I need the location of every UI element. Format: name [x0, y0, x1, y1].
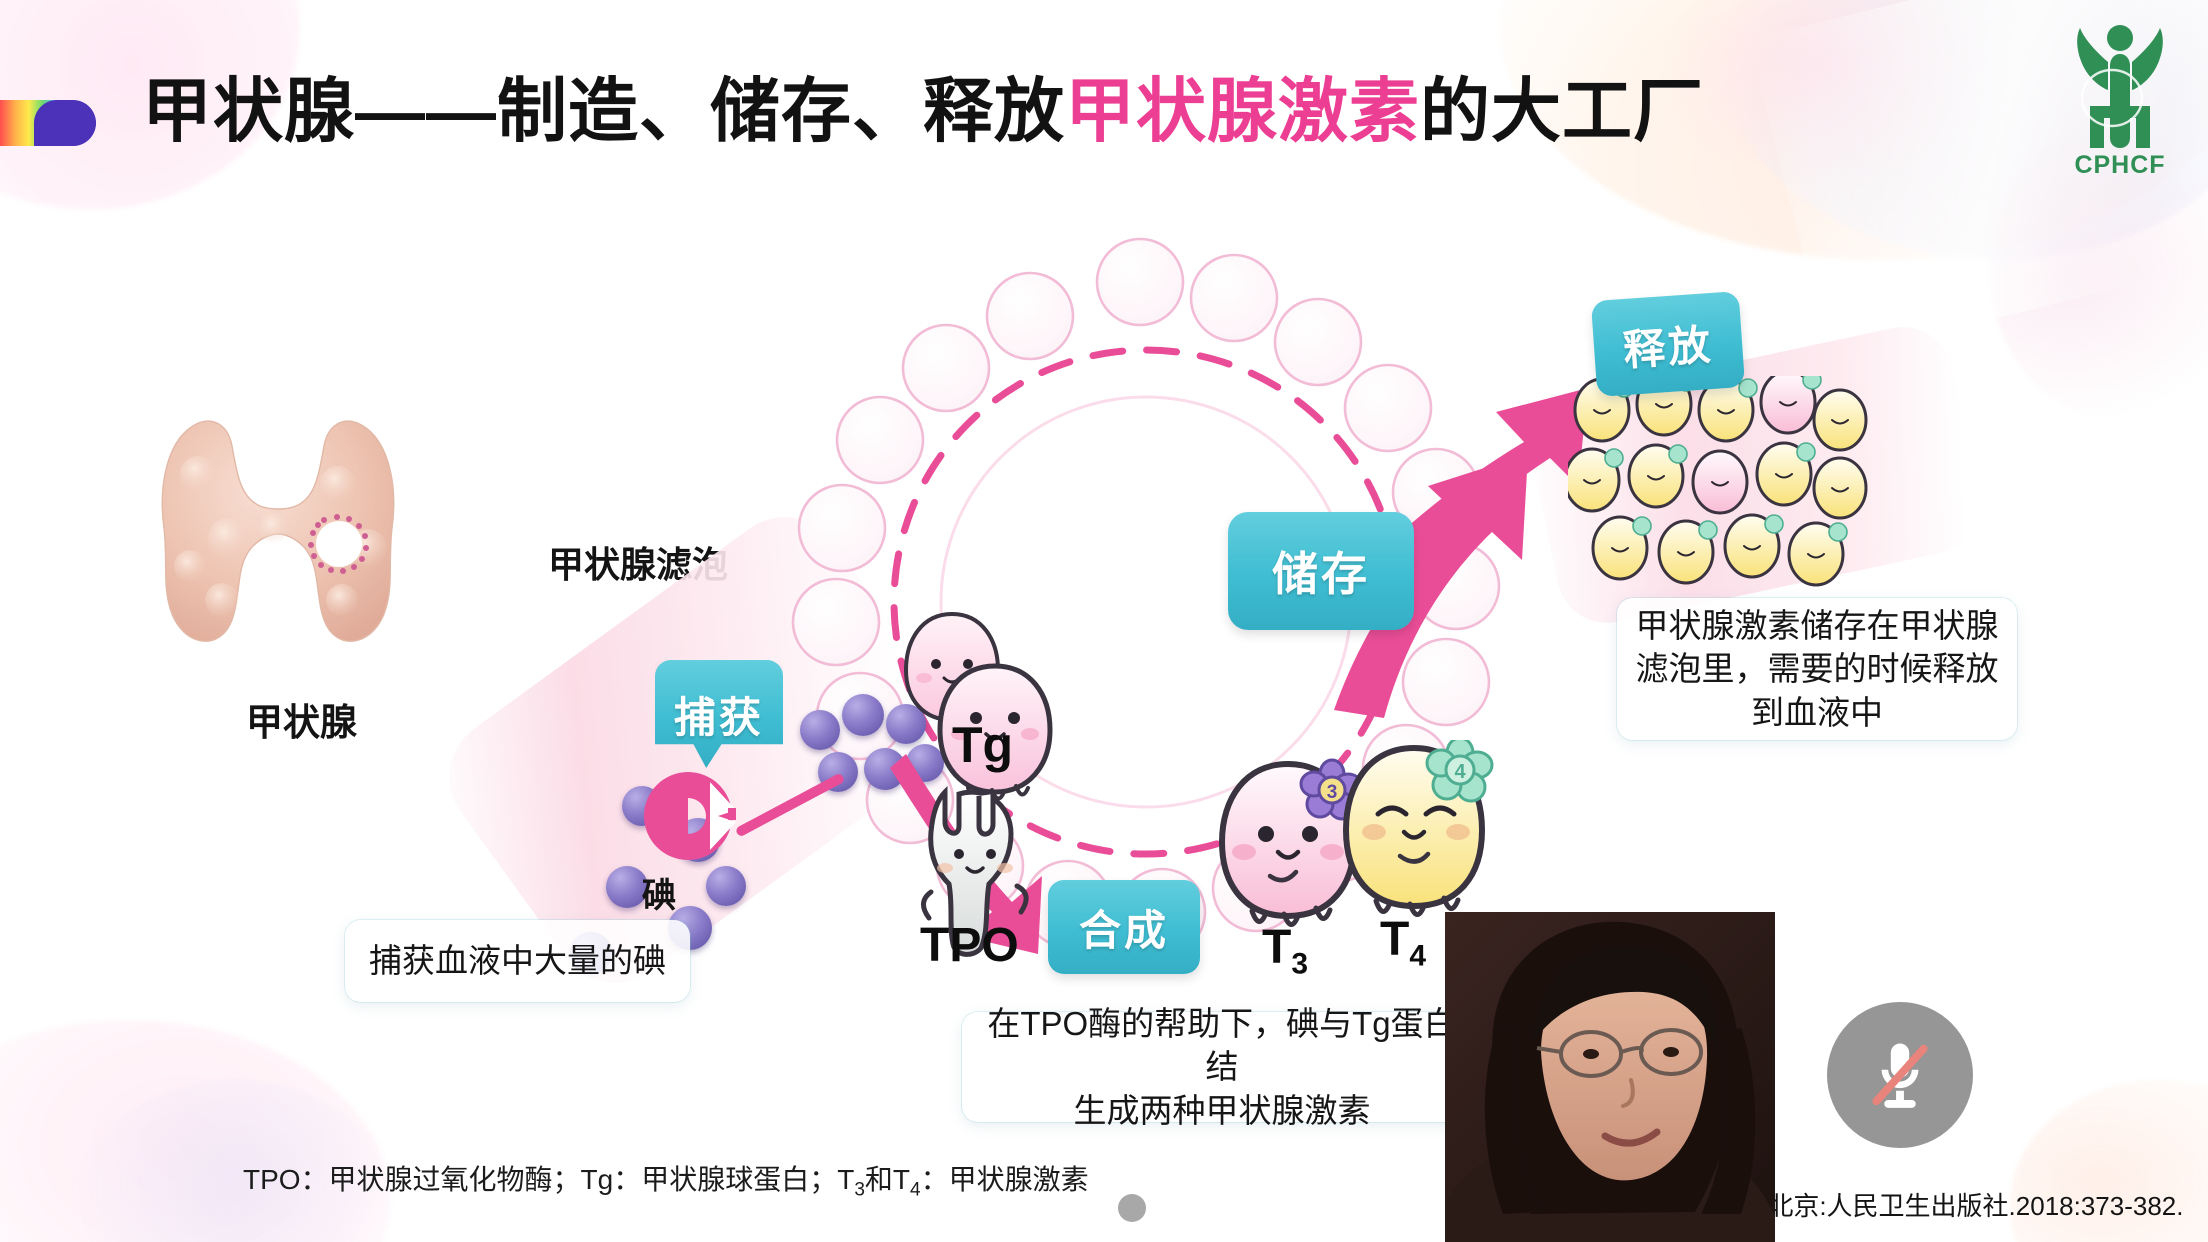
note-storage: 甲状腺激素储存在甲状腺滤泡里，需要的时候释放到血液中	[1617, 598, 2017, 740]
t3-label: T3	[1262, 920, 1308, 982]
tg-label: Tg	[952, 717, 1014, 773]
t3-mascot: 3	[1208, 756, 1368, 946]
participant-video-tile[interactable]	[1445, 912, 1775, 1242]
abbreviation-footnote: TPO：甲状腺过氧化物酶；Tg：甲状腺球蛋白；T3和T4：甲状腺激素	[243, 1158, 1089, 1202]
slide-indicator-dot[interactable]	[1118, 1194, 1146, 1222]
footnote-part-b: 和T	[864, 1164, 911, 1195]
footnote-part-c: ：甲状腺激素	[920, 1164, 1089, 1195]
title-highlight: 甲状腺激素	[1065, 72, 1420, 150]
title-part-2: 的大工厂	[1420, 72, 1704, 150]
step-bubble-storage[interactable]: 储存	[1228, 512, 1414, 630]
note-synthesis: 在TPO酶的帮助下，碘与Tg蛋白结 生成两种甲状腺激素	[962, 1005, 1482, 1129]
title-part-1: 甲状腺——制造、储存、释放	[142, 72, 1065, 150]
iodine-particle	[706, 866, 746, 906]
note-synthesis-line1: 在TPO酶的帮助下，碘与Tg蛋白结	[987, 1004, 1457, 1086]
t4-subscript: 4	[1409, 939, 1427, 973]
iodine-cluster	[800, 694, 960, 820]
source-citation: [M].北京:人民卫生出版社.2018:373-382.	[1724, 1191, 2184, 1221]
t3-letter: T	[1262, 921, 1292, 974]
microphone-muted-icon	[1872, 1043, 1928, 1108]
cphcf-logo: CPHCF	[2060, 18, 2180, 178]
mic-muted-button[interactable]	[1827, 1002, 1973, 1148]
t4-mascot: 4	[1330, 740, 1498, 938]
iodine-label: 碘	[642, 877, 676, 915]
t4-letter: T	[1380, 913, 1410, 966]
tpo-mascot	[915, 780, 1037, 960]
footnote-sub-4: 4	[910, 1179, 921, 1201]
title-accent-tab	[0, 100, 96, 146]
step-bubble-synthesis[interactable]: 合成	[1048, 880, 1200, 974]
footnote-sub-3: 3	[854, 1179, 865, 1201]
logo-text: CPHCF	[2074, 151, 2165, 178]
t3-flower-number: 3	[1327, 782, 1338, 803]
thyroid-gland-label: 甲状腺	[246, 702, 357, 743]
step-bubble-release[interactable]: 释放	[1590, 290, 1746, 398]
arrow-synthesis-to-storage	[1300, 420, 1560, 720]
released-hormone-cluster	[1563, 369, 1868, 606]
t3-subscript: 3	[1291, 947, 1309, 981]
footnote-part-a: TPO：甲状腺过氧化物酶；Tg：甲状腺球蛋白；T	[243, 1164, 855, 1195]
tg-mascot-front	[930, 660, 1060, 820]
page-title: 甲状腺——制造、储存、释放甲状腺激素的大工厂	[142, 76, 1704, 146]
iodine-particle	[606, 866, 648, 908]
t4-flower-number: 4	[1454, 761, 1466, 783]
note-synthesis-line2: 生成两种甲状腺激素	[1073, 1091, 1371, 1129]
note-capture: 捕获血液中大量的碘	[345, 920, 690, 1002]
thyroid-gland-illustration	[128, 388, 428, 708]
iodine-transporter-icon	[640, 768, 736, 864]
tpo-label: TPO	[920, 919, 1019, 972]
t4-label: T4	[1380, 912, 1426, 974]
